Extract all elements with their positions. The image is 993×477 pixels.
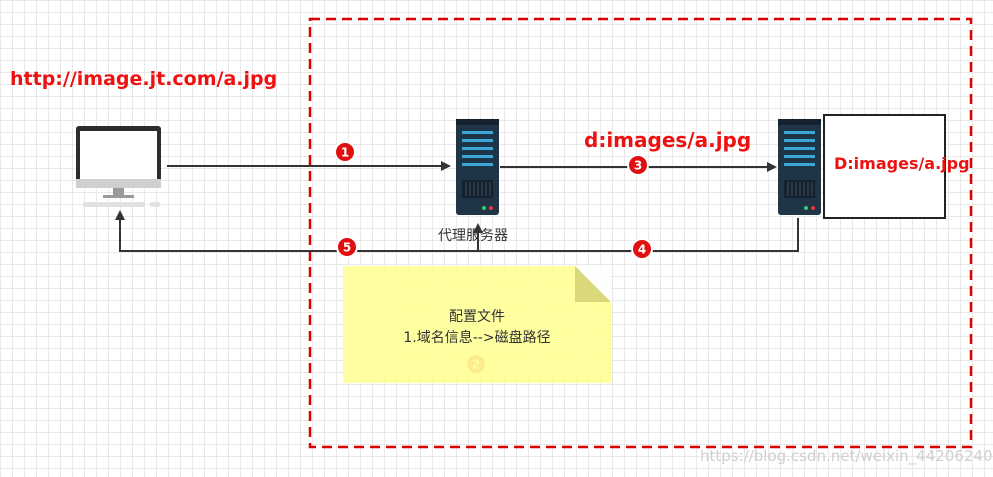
step-badge-5-label: 5 bbox=[343, 241, 351, 255]
arrow-proxy-to-client bbox=[115, 210, 478, 252]
step-badge-3-label: 3 bbox=[634, 159, 642, 173]
step-badge-3: 3 bbox=[627, 154, 649, 176]
step-badge-4-label: 4 bbox=[638, 243, 646, 257]
note-mapping-line: 1.域名信息-->磁盘路径 bbox=[403, 330, 551, 346]
file-server-icon bbox=[778, 119, 821, 215]
disk-storage-box: D:images/a.jpg bbox=[823, 114, 970, 219]
step-badge-1: 1 bbox=[334, 141, 356, 163]
step-badge-4: 4 bbox=[631, 238, 653, 260]
step-badge-5: 5 bbox=[336, 236, 358, 258]
computer-icon bbox=[76, 126, 161, 207]
request-url-label: http://image.jt.com/a.jpg bbox=[10, 68, 278, 90]
note-title: 配置文件 bbox=[449, 309, 505, 325]
config-note: 配置文件 1.域名信息-->磁盘路径 bbox=[343, 266, 611, 383]
note-fold-corner bbox=[575, 266, 611, 302]
disk-path-label: D:images/a.jpg bbox=[834, 154, 970, 173]
step-badge-1-label: 1 bbox=[341, 146, 349, 160]
watermark: https://blog.csdn.net/weixin_44206240 bbox=[700, 447, 993, 465]
mapped-path-label: d:images/a.jpg bbox=[584, 128, 752, 152]
proxy-server-icon bbox=[456, 119, 499, 215]
proxy-server-label: 代理服务器 bbox=[438, 228, 508, 244]
